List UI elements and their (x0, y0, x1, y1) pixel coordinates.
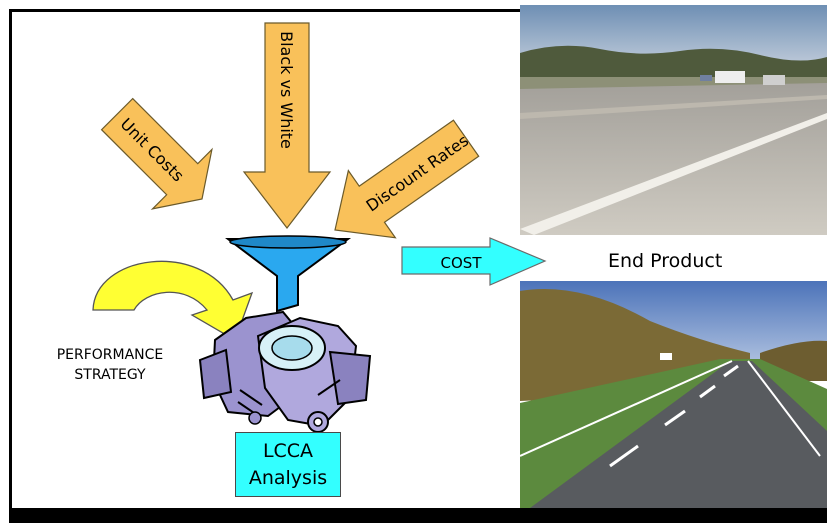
black-vs-white-label: Black vs White (277, 31, 296, 149)
frame-top-border (9, 9, 827, 12)
performance-line-2: STRATEGY (74, 367, 146, 383)
black-vs-white-arrow: Black vs White (242, 22, 332, 229)
highway-photo-top (520, 5, 827, 235)
end-product-label: End Product (608, 250, 723, 272)
performance-line-1: PERFORMANCE (56, 347, 164, 363)
frame-left-border (9, 9, 12, 511)
cost-arrow: COST (401, 237, 547, 286)
lcca-analysis-box: LCCA Analysis (235, 432, 341, 497)
funnel-icon (225, 235, 352, 313)
frame-bottom-border (9, 508, 827, 523)
performance-strategy-label: PERFORMANCE STRATEGY (30, 345, 190, 385)
unit-costs-arrow: Unit Costs (100, 97, 213, 210)
engine-icon (198, 310, 372, 433)
highway-photo-bottom (520, 281, 827, 508)
curved-arrow (92, 260, 254, 341)
lcca-line-1: LCCA (262, 440, 314, 462)
cost-label: COST (441, 254, 483, 272)
lcca-line-2: Analysis (248, 467, 328, 489)
